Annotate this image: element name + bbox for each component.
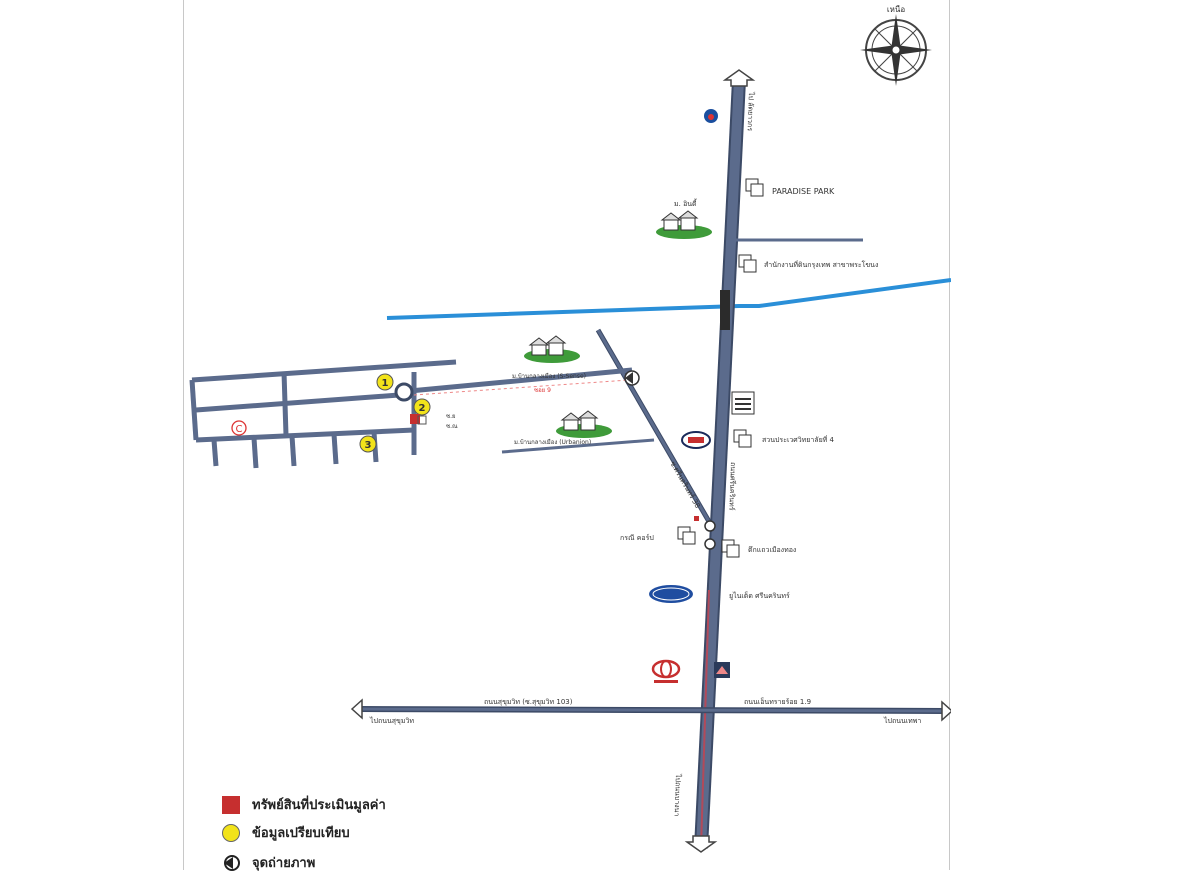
- school-icon: [733, 429, 752, 448]
- village-b-label: ม.บ้านกลางเมือง (S-Sense): [512, 372, 586, 380]
- canal: [386, 278, 951, 320]
- office-label: สำนักงานที่ดินกรุงเทพ สาขาพระโขนง: [764, 260, 878, 269]
- village-a-icon: [656, 210, 712, 239]
- roundabout: [394, 382, 414, 402]
- legend-subject: ทรัพย์สินที่ประเมินมูลค่า: [222, 794, 386, 815]
- store-logo-icon: [714, 662, 730, 678]
- east-arrow-icon: [941, 700, 951, 722]
- soi-small-label: ซอย 9: [534, 387, 551, 394]
- diagonal-soi-label: ซ.ศรีนครินทร์ 38: [668, 460, 701, 510]
- paradise-park-icon: [745, 178, 764, 197]
- school-label: สวนประเวศวิทยาลัยที่ 4: [762, 435, 835, 444]
- ford-logo-icon: [649, 585, 693, 603]
- legend-photo-label: จุดถ่ายภาพ: [252, 856, 316, 871]
- subject-property[interactable]: [410, 414, 420, 424]
- north-label: เหนือ: [887, 5, 905, 14]
- legend-subject-label: ทรัพย์สินที่ประเมินมูลค่า: [252, 798, 386, 813]
- village-c-icon: [556, 410, 612, 438]
- cross-road-right-label: ถนนเอ็นทรายร้อย 1.9: [744, 697, 811, 706]
- building-logo-icon: [731, 391, 755, 415]
- subject-tag-2: ซ.ณ: [446, 423, 458, 430]
- village-c-label: ม.บ้านกลางเมือง (Urbanion): [514, 438, 591, 446]
- comparable-1[interactable]: 1: [376, 373, 394, 391]
- legend-comparable-label: ข้อมูลเปรียบเทียบ: [252, 826, 350, 841]
- svg-text:3: 3: [365, 440, 372, 451]
- comparable-2[interactable]: 2: [413, 398, 431, 416]
- photo-point-a[interactable]: [624, 370, 640, 386]
- main-road-label: ถนนศรีนครินทร์: [727, 462, 737, 511]
- shop-right-icon: [721, 539, 740, 558]
- village-a-label: ม. อินดี้: [674, 197, 698, 208]
- svg-text:2: 2: [419, 403, 426, 414]
- svg-text:C: C: [236, 424, 243, 435]
- subject-swatch-icon: [222, 795, 240, 814]
- photo-point-b[interactable]: [704, 520, 716, 550]
- legend-comparable: ข้อมูลเปรียบเทียบ: [222, 822, 350, 843]
- photo-point-swatch-icon: [222, 854, 240, 872]
- office-icon: [738, 254, 757, 273]
- brand-badge-icon: [681, 431, 711, 449]
- shell-logo-icon: [704, 109, 718, 123]
- soi-branch: [501, 438, 655, 454]
- comparable-3[interactable]: 3: [359, 435, 377, 453]
- location-map: เหนือ 1 2: [189, 5, 951, 853]
- shop-left-icon: [677, 526, 696, 545]
- map-sheet: เหนือ 1 2: [183, 0, 951, 870]
- west-arrow-icon: [350, 698, 363, 720]
- shop-right-label: ตึกแถวเมืองทอง: [748, 545, 796, 554]
- toyota-logo-icon: [651, 659, 681, 683]
- paradise-park-label: PARADISE PARK: [772, 187, 835, 196]
- south-arrow-icon: [684, 835, 718, 853]
- west-destination-label: ไปถนนสุขุมวิท: [369, 716, 414, 725]
- shop-left-label: กรณี คอร์ป: [620, 534, 654, 542]
- south-destination-label: ไปถนนบางนา: [673, 773, 684, 817]
- comparable-c[interactable]: C: [231, 420, 247, 436]
- north-destination-label: ไป ลัดยาวกร: [746, 91, 756, 132]
- compass-rose-icon: [860, 14, 932, 86]
- subject-tag-1: ซ.ย: [446, 413, 456, 420]
- village-b-icon: [524, 335, 580, 363]
- cross-road-left-label: ถนนสุขุมวิท (ซ.สุขุมวิท 103): [484, 698, 573, 706]
- bridge-label: ยูไนเต็ด ศรีนครินทร์: [729, 591, 790, 600]
- east-destination-label: ไปถนนเทพา: [883, 716, 921, 725]
- svg-text:1: 1: [382, 378, 389, 389]
- north-arrow-icon: [722, 69, 756, 87]
- village-road-grid: [189, 359, 633, 469]
- comparable-swatch-icon: [222, 823, 240, 842]
